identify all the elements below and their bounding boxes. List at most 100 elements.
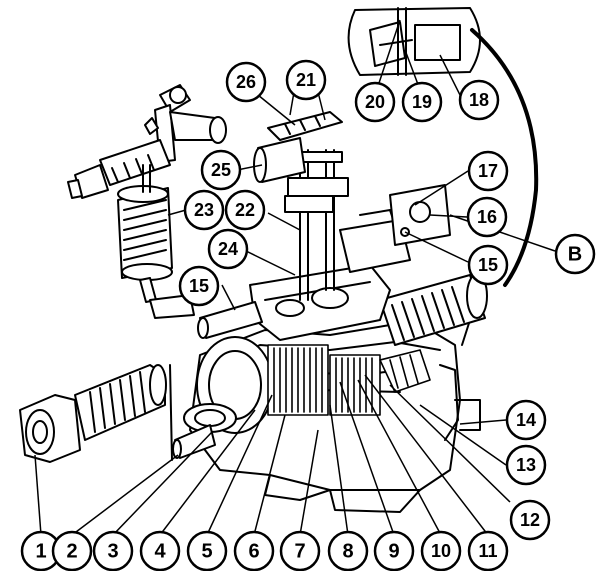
callout-circle [92,530,134,572]
callout-16: 16 [466,196,508,238]
callout-circle [420,530,462,572]
callout-20: 20 [354,81,396,123]
callout-26: 26 [225,61,267,103]
callout-circle [279,530,321,572]
callout-8: 8 [327,530,369,572]
leader-lines [34,19,556,536]
callout-9: 9 [373,530,415,572]
callout-number: 11 [478,541,497,561]
selector-housing [249,209,411,341]
callout-number: 26 [236,72,256,92]
callout-number: 17 [478,161,498,181]
callout-circle [224,189,266,231]
callout-number: 4 [154,540,166,562]
callout-number: 13 [516,455,536,475]
callout-17: 17 [467,150,509,192]
callout-number: 9 [388,540,399,562]
callout-number: 16 [477,207,497,227]
callout-circle [225,61,267,103]
cylinder-part-25 [253,137,306,183]
callout-14: 14 [505,399,547,441]
callout-circle [373,530,415,572]
coil-spring-assembly [117,164,195,319]
callout-3: 3 [92,530,134,572]
callout-number: 14 [516,410,536,430]
callout-number: B [568,243,582,265]
output-shaft [172,424,216,459]
callout-B: B [554,233,596,275]
callout-circle [183,189,225,231]
callout-number: 7 [294,540,305,562]
pivot-arm-assembly [67,84,227,199]
detail-box-b [389,184,451,246]
callout-circle [178,265,220,307]
callout-circle [509,499,551,541]
callout-circle [505,444,547,486]
callout-number: 3 [107,540,118,562]
callout-number: 5 [201,540,212,562]
callout-11: 11 [467,530,509,572]
callout-number: 10 [431,541,451,561]
callout-2: 2 [51,530,93,572]
callout-23: 23 [183,189,225,231]
callout-circle [51,530,93,572]
callout-circle [354,81,396,123]
callout-13: 13 [505,444,547,486]
callout-6: 6 [233,530,275,572]
right-splined-shaft [379,273,488,346]
callout-10: 10 [420,530,462,572]
callout-number: 20 [365,92,385,112]
callout-19: 19 [401,81,443,123]
callout-number: 12 [520,510,540,530]
callout-22: 22 [224,189,266,231]
callout-circle [401,81,443,123]
callout-15b: 15 [467,244,509,286]
callout-circle [207,228,249,270]
callout-circle [233,530,275,572]
callout-number: 1 [35,540,46,562]
input-coupling [19,364,173,463]
callout-number: 22 [235,200,255,220]
callout-circle [505,399,547,441]
callout-number: 24 [218,239,238,259]
callout-number: 23 [194,200,214,220]
callout-7: 7 [279,530,321,572]
callout-number: 15 [189,276,209,296]
callout-18: 18 [458,79,500,121]
callout-number: 19 [412,92,432,112]
callout-circle [285,59,327,101]
callout-12: 12 [509,499,551,541]
callout-number: 8 [342,540,353,562]
assembly-drawing [19,7,539,513]
callout-circle [467,530,509,572]
callout-circle [466,196,508,238]
gear-stack [267,344,431,416]
callout-21: 21 [285,59,327,101]
callout-circle [186,530,228,572]
callout-number: 6 [248,540,259,562]
callout-circle [327,530,369,572]
callout-number: 15 [478,255,498,275]
connector-arc [470,28,539,287]
callout-circle [139,530,181,572]
callout-24: 24 [207,228,249,270]
callout-number: 21 [296,70,316,90]
callout-number: 25 [211,160,231,180]
callout-number: 2 [66,540,77,562]
callout-circle [467,244,509,286]
callout-4: 4 [139,530,181,572]
callout-15a: 15 [178,265,220,307]
callout-circle [200,149,242,191]
callout-circle [467,150,509,192]
top-plate [267,111,343,141]
inset-detail [347,7,481,76]
pipe-15-left [197,301,263,339]
callout-5: 5 [186,530,228,572]
callout-number: 18 [469,90,489,110]
callout-circle [554,233,596,275]
callout-25: 25 [200,149,242,191]
callout-circle [458,79,500,121]
